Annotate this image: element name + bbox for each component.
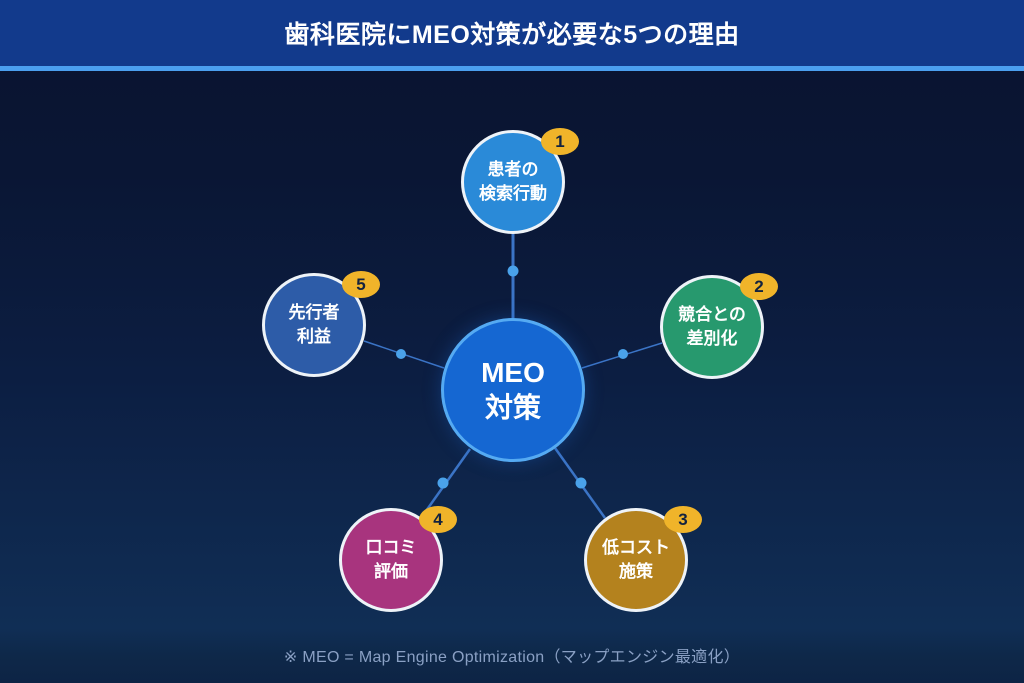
meo-definition-note: ※ MEO = Map Engine Optimization（マップエンジン最… <box>283 649 741 666</box>
header-underline <box>0 66 1024 71</box>
connector-dot-right <box>618 349 628 359</box>
center-node-label-line1: MEO <box>481 357 545 388</box>
node-label-line1: 競合との <box>678 305 746 325</box>
connector-line-left <box>363 340 445 369</box>
node-competitor-differentiation: 競合との 差別化 2 <box>660 273 778 379</box>
node-patient-search-behavior: 患者の 検索行動 1 <box>461 128 579 234</box>
node-label-line2: 評価 <box>374 562 408 581</box>
connector-line-right <box>581 342 663 369</box>
node-label-line2: 差別化 <box>686 329 738 348</box>
node-label-line2: 利益 <box>297 327 331 346</box>
node-first-mover-advantage: 先行者 利益 5 <box>262 271 380 377</box>
node-label-line1: 低コスト <box>602 538 670 558</box>
node-low-cost-measures: 低コスト 施策 3 <box>584 506 702 612</box>
number-badge-3: 3 <box>664 506 702 533</box>
node-label-line1: 患者の <box>487 160 539 180</box>
connector-dot-left <box>396 349 406 359</box>
page-title: 歯科医院にMEO対策が必要な5つの理由 <box>284 21 740 49</box>
center-node-meo: MEO 対策 <box>441 318 585 462</box>
number-badge-1: 1 <box>541 128 579 155</box>
node-label-line1: 先行者 <box>288 303 340 323</box>
node-label-line2: 施策 <box>619 562 653 581</box>
number-badge-4: 4 <box>419 506 457 533</box>
node-circle: 口コミ 評価 <box>339 508 443 612</box>
header: 歯科医院にMEO対策が必要な5つの理由 <box>0 0 1024 66</box>
connector-dot-bottom-right <box>575 477 587 489</box>
node-review-reputation: 口コミ 評価 4 <box>339 506 457 612</box>
node-label-line2: 検索行動 <box>479 184 547 203</box>
connector-dot-top <box>507 265 519 277</box>
node-label-line1: 口コミ <box>365 538 417 558</box>
number-badge-2: 2 <box>740 273 778 300</box>
number-badge-5: 5 <box>342 271 380 298</box>
center-node-label-line2: 対策 <box>484 392 541 423</box>
node-circle: 先行者 利益 <box>262 273 366 377</box>
connector-dot-bottom-left <box>437 477 449 489</box>
